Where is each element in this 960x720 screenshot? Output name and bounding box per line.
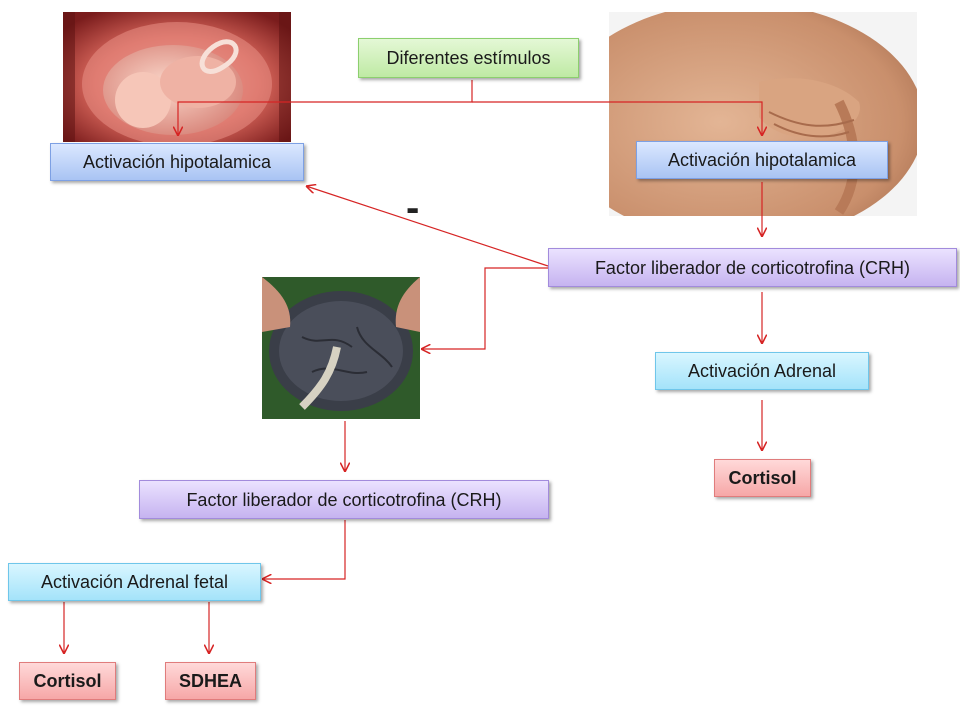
- node-hipotalamica-fetal: Activación hipotalamica: [50, 143, 304, 181]
- inhibition-sign: -: [406, 186, 420, 230]
- placenta-photo: [262, 277, 420, 419]
- node-cortisol-materno: Cortisol: [714, 459, 811, 497]
- arrow-crh-inhibits-fetal: [306, 186, 549, 267]
- node-crh-materno: Factor liberador de corticotrofina (CRH): [548, 248, 957, 287]
- node-estimulos: Diferentes estímulos: [358, 38, 579, 78]
- node-adrenal-materna: Activación Adrenal: [655, 352, 869, 390]
- node-sdhea: SDHEA: [165, 662, 256, 700]
- node-cortisol-fetal: Cortisol: [19, 662, 116, 700]
- arrow-estimulos-to-materna: [472, 101, 762, 136]
- fetus-photo: [63, 12, 291, 142]
- node-hipotalamica-materna: Activación hipotalamica: [636, 141, 888, 179]
- arrow-estimulos-to-fetal: [178, 80, 473, 136]
- arrow-crh-to-placenta: [421, 267, 548, 349]
- node-crh-placentario: Factor liberador de corticotrofina (CRH): [139, 480, 549, 519]
- arrow-crh-to-adrenal-fetal: [262, 520, 346, 579]
- node-adrenal-fetal: Activación Adrenal fetal: [8, 563, 261, 601]
